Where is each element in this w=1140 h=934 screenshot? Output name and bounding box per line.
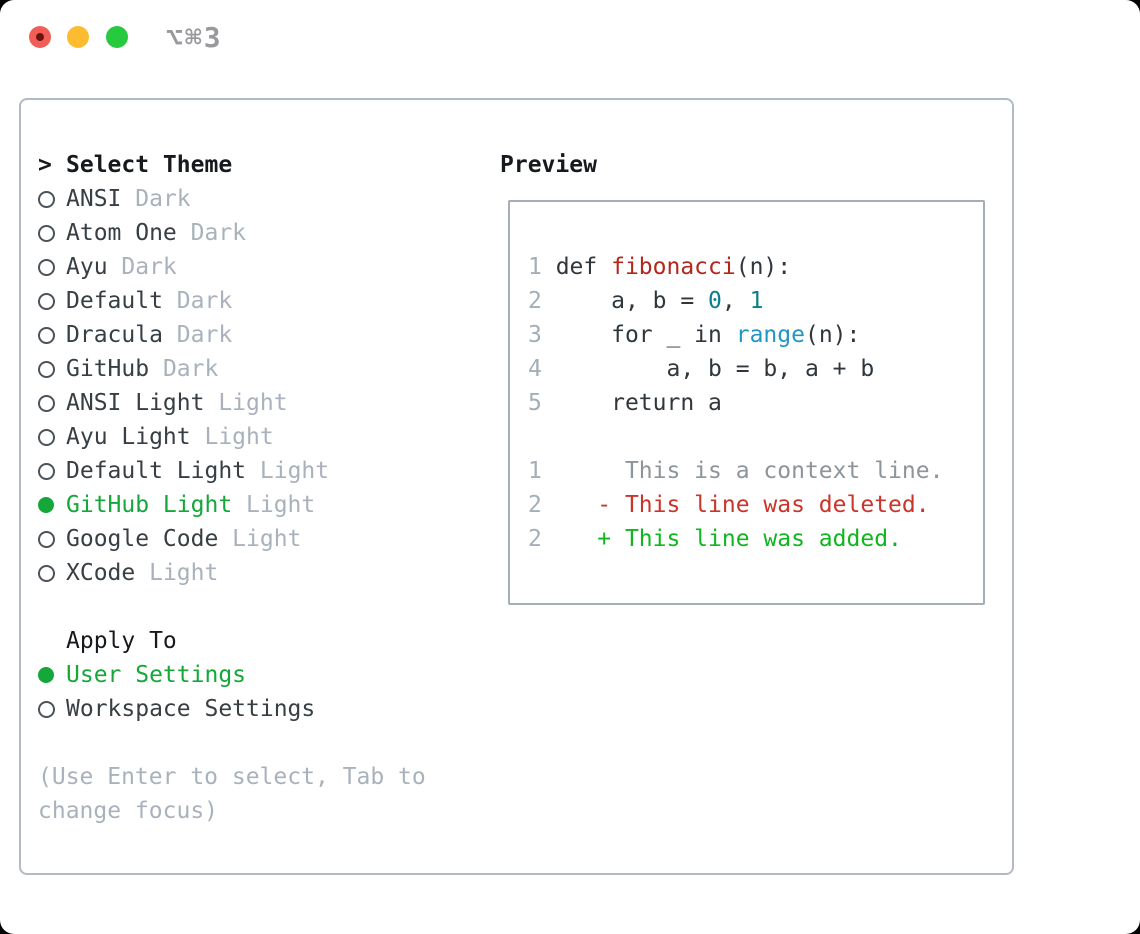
radio-selected-icon (38, 667, 54, 683)
theme-variant: Light (204, 424, 274, 450)
focus-caret-icon: > (38, 152, 52, 178)
radio-icon (38, 292, 55, 310)
preview-line: 4 a, b = b, a + b (528, 356, 875, 382)
radio-selected-icon (38, 497, 54, 513)
theme-variant: Light (259, 458, 330, 484)
theme-option[interactable]: ANSI Dark (38, 182, 458, 216)
theme-variant: Dark (176, 288, 233, 314)
theme-option[interactable]: Dracula Dark (38, 318, 458, 352)
theme-variant: Dark (190, 220, 247, 246)
preview-line: 2 a, b = 0, 1 (528, 288, 764, 314)
theme-variant: Light (232, 526, 302, 552)
apply-to-option[interactable]: Workspace Settings (38, 692, 458, 726)
theme-option[interactable]: GitHub Light Light (38, 488, 458, 522)
theme-option[interactable]: Atom One Dark (38, 216, 458, 250)
radio-icon (38, 530, 55, 548)
theme-option[interactable]: Ayu Light Light (38, 420, 458, 454)
radio-icon (38, 462, 55, 480)
theme-option[interactable]: Ayu Dark (38, 250, 458, 284)
theme-variant: Light (246, 492, 316, 518)
theme-option[interactable]: Default Light Light (38, 454, 458, 488)
close-button[interactable] (29, 26, 51, 48)
preview-heading: Preview (500, 152, 597, 178)
apply-to-option-label: User Settings (66, 662, 247, 688)
radio-icon (38, 258, 55, 276)
apply-to-option-label: Workspace Settings (66, 696, 316, 722)
preview-line: 2 - This line was deleted. (528, 492, 930, 518)
theme-option[interactable]: Google Code Light (38, 522, 458, 556)
theme-variant: Dark (162, 356, 219, 382)
apply-to-label: Apply To (66, 628, 177, 654)
theme-variant: Dark (135, 186, 191, 212)
radio-icon (38, 428, 55, 446)
apply-to-option[interactable]: User Settings (38, 658, 458, 692)
spacer-row (38, 590, 458, 624)
preview-line: 3 for _ in range(n): (528, 322, 861, 348)
zoom-button[interactable] (106, 26, 128, 48)
theme-name: Default Light (66, 458, 260, 484)
theme-option[interactable]: XCode Light (38, 556, 458, 590)
theme-name: Default (66, 288, 177, 314)
preview-line: 1 def fibonacci(n): (528, 254, 792, 280)
theme-variant: Dark (121, 254, 177, 280)
keyboard-hint: (Use Enter to select, Tab to change focu… (38, 764, 426, 824)
theme-name: XCode (66, 560, 150, 586)
theme-variant: Dark (176, 322, 233, 348)
theme-option[interactable]: Default Dark (38, 284, 458, 318)
titlebar: ⌥⌘3 (0, 0, 1140, 98)
radio-icon (38, 360, 55, 378)
theme-name: Google Code (66, 526, 233, 552)
theme-name: GitHub Light (66, 492, 247, 518)
preview-line: 5 return a (528, 390, 722, 416)
apply-to-header: Apply To (38, 624, 458, 658)
spacer-row (38, 726, 458, 760)
theme-name: ANSI (66, 186, 136, 212)
radio-icon (38, 394, 55, 412)
close-dot-icon (36, 33, 44, 41)
minimize-button[interactable] (67, 26, 89, 48)
preview-line: 2 + This line was added. (528, 526, 902, 552)
select-theme-label: Select Theme (66, 152, 233, 178)
theme-name: Ayu Light (66, 424, 205, 450)
preview-box: 1 def fibonacci(n): 2 a, b = 0, 1 3 for _ … (508, 200, 985, 605)
window-title: ⌥⌘3 (166, 21, 223, 54)
preview-line: 1 This is a context line. (528, 458, 944, 484)
select-theme-header: > Select Theme (38, 148, 458, 182)
radio-icon (38, 326, 55, 344)
radio-icon (38, 224, 55, 242)
theme-option[interactable]: GitHub Dark (38, 352, 458, 386)
radio-icon (38, 700, 55, 718)
theme-name: GitHub (66, 356, 163, 382)
theme-name: Dracula (66, 322, 177, 348)
radio-icon (38, 190, 55, 208)
theme-variant: Light (218, 390, 288, 416)
code-preview: 1 def fibonacci(n): 2 a, b = 0, 1 3 for _ … (510, 202, 983, 556)
theme-name: Atom One (66, 220, 191, 246)
radio-icon (38, 564, 55, 582)
theme-variant: Light (149, 560, 219, 586)
preview-line (528, 420, 983, 454)
theme-option[interactable]: ANSI Light Light (38, 386, 458, 420)
theme-name: Ayu (66, 254, 122, 280)
theme-name: ANSI Light (66, 390, 219, 416)
